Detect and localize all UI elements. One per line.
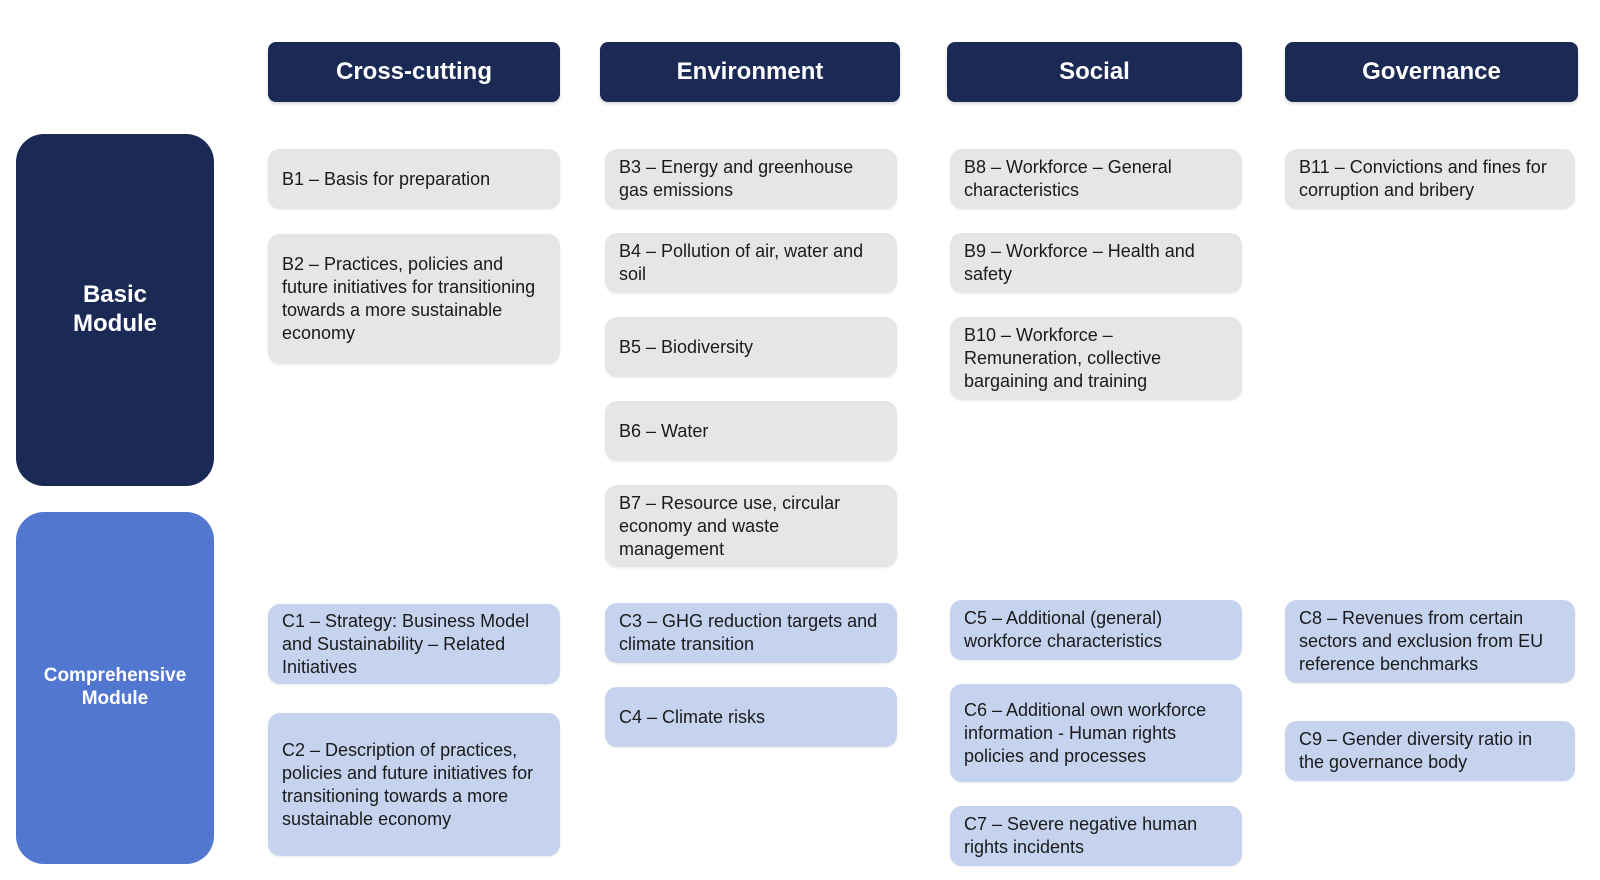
card-text: C1 – Strategy: Business Model and Sustai… (282, 610, 530, 677)
card-c6: C6 – Additional own workforce informatio… (950, 684, 1242, 782)
card-b8: B8 – Workforce – General characteristics (950, 149, 1242, 209)
comprehensive-module-text: Comprehensive Module (43, 665, 187, 709)
comprehensive-module-label: Comprehensive Module (16, 512, 214, 864)
card-text: B6 – Water (619, 420, 709, 441)
header-label: Governance (1362, 58, 1501, 85)
header-social: Social (947, 42, 1242, 102)
header-environment: Environment (600, 42, 900, 102)
card-b2: B2 – Practices, policies and future init… (268, 234, 560, 364)
card-text: B9 – Workforce – Health and safety (964, 241, 1195, 284)
card-text: B3 – Energy and greenhouse gas emissions (619, 157, 854, 200)
card-text: B4 – Pollution of air, water and soil (619, 241, 864, 284)
header-label: Environment (676, 58, 824, 85)
card-text: B5 – Biodiversity (619, 336, 754, 357)
header-governance: Governance (1285, 42, 1578, 102)
card-text: C9 – Gender diversity ratio in the gover… (1299, 729, 1533, 772)
card-text: C7 – Severe negative human rights incide… (964, 814, 1198, 857)
card-b4: B4 – Pollution of air, water and soil (605, 233, 897, 293)
header-cross-cutting: Cross-cutting (268, 42, 560, 102)
card-b7: B7 – Resource use, circular economy and … (605, 485, 897, 567)
card-b1: B1 – Basis for preparation (268, 149, 560, 209)
card-c1: C1 – Strategy: Business Model and Sustai… (268, 604, 560, 684)
card-text: B8 – Workforce – General characteristics (964, 157, 1172, 200)
basic-module-label: Basic Module (16, 134, 214, 486)
card-b5: B5 – Biodiversity (605, 317, 897, 377)
card-text: B1 – Basis for preparation (282, 168, 491, 189)
header-label: Cross-cutting (336, 58, 492, 85)
header-label: Social (1059, 58, 1130, 85)
card-text: C5 – Additional (general) workforce char… (964, 608, 1163, 651)
card-c7: C7 – Severe negative human rights incide… (950, 806, 1242, 866)
card-c3: C3 – GHG reduction targets and climate t… (605, 603, 897, 663)
card-c2: C2 – Description of practices, policies … (268, 713, 560, 856)
card-text: C8 – Revenues from certain sectors and e… (1299, 608, 1544, 674)
card-text: B2 – Practices, policies and future init… (282, 254, 536, 343)
card-b11: B11 – Convictions and fines for corrupti… (1285, 149, 1575, 209)
card-b3: B3 – Energy and greenhouse gas emissions (605, 149, 897, 209)
card-text: C4 – Climate risks (619, 706, 766, 727)
card-b6: B6 – Water (605, 401, 897, 461)
card-c5: C5 – Additional (general) workforce char… (950, 600, 1242, 660)
card-text: C6 – Additional own workforce informatio… (964, 699, 1207, 766)
card-c4: C4 – Climate risks (605, 687, 897, 747)
card-text: B7 – Resource use, circular economy and … (619, 492, 841, 559)
card-text: B11 – Convictions and fines for corrupti… (1299, 157, 1547, 200)
card-text: B10 – Workforce – Remuneration, collecti… (964, 325, 1162, 391)
basic-module-text: Basic Module (73, 281, 157, 337)
card-c9: C9 – Gender diversity ratio in the gover… (1285, 721, 1575, 781)
card-text: C2 – Description of practices, policies … (282, 739, 534, 829)
card-text: C3 – GHG reduction targets and climate t… (619, 611, 878, 654)
card-b10: B10 – Workforce – Remuneration, collecti… (950, 317, 1242, 400)
card-b9: B9 – Workforce – Health and safety (950, 233, 1242, 293)
card-c8: C8 – Revenues from certain sectors and e… (1285, 600, 1575, 683)
